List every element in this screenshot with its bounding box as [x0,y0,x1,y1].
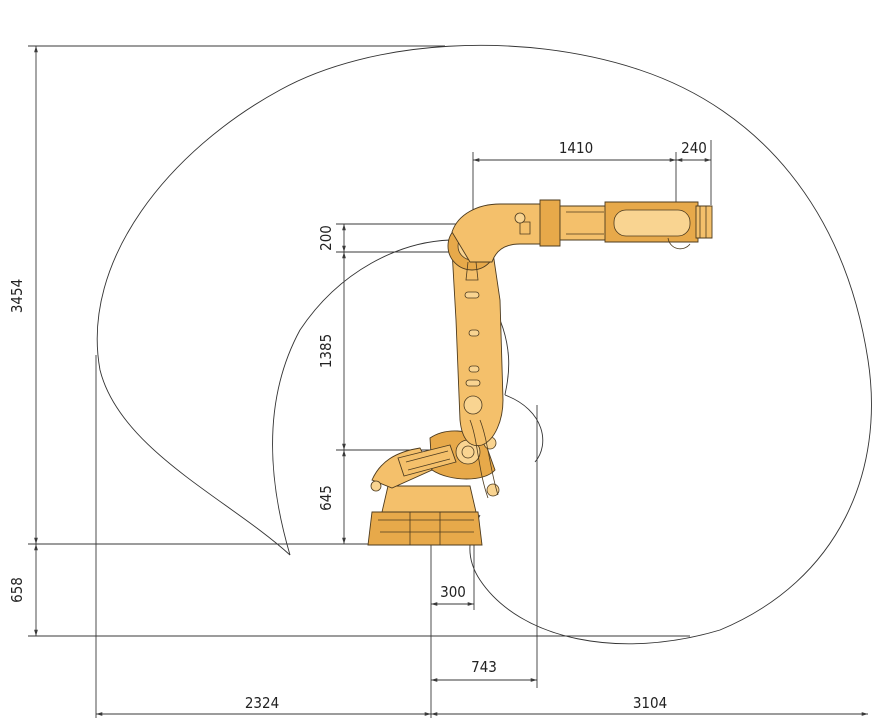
robot-lower-arm [451,239,504,447]
dim-label-below-base: 658 [8,577,26,603]
dimension-lines [34,46,868,716]
dim-label-height-total: 3454 [8,279,26,313]
robot-forearm-joint [539,199,561,247]
dim-label-upper-arm-offset: 200 [317,225,335,251]
robot-forearm [451,203,549,263]
robot-base [367,511,483,546]
dim-label-forearm-length: 1410 [559,139,593,157]
robot-turret [381,485,477,513]
robot-arm [367,199,713,546]
dim-label-base-offset: 300 [440,583,466,601]
inner-arc-base [504,394,544,463]
dim-label-lower-arm: 1385 [317,334,335,368]
inner-envelope-curve [272,239,451,556]
dimension-labels: 3454 658 200 1385 645 300 743 2324 3104 … [8,139,707,712]
dim-label-reach-left: 2324 [245,694,279,712]
robot-wrist [695,205,713,239]
robot-forearm-tube [559,205,611,241]
reference-lines [28,45,712,718]
dim-label-reach-right: 3104 [633,694,667,712]
dim-label-inner-radius: 743 [471,658,497,676]
dim-label-wrist-length: 240 [681,139,707,157]
dim-label-base-height: 645 [317,485,335,511]
outer-envelope-curve [96,44,872,645]
